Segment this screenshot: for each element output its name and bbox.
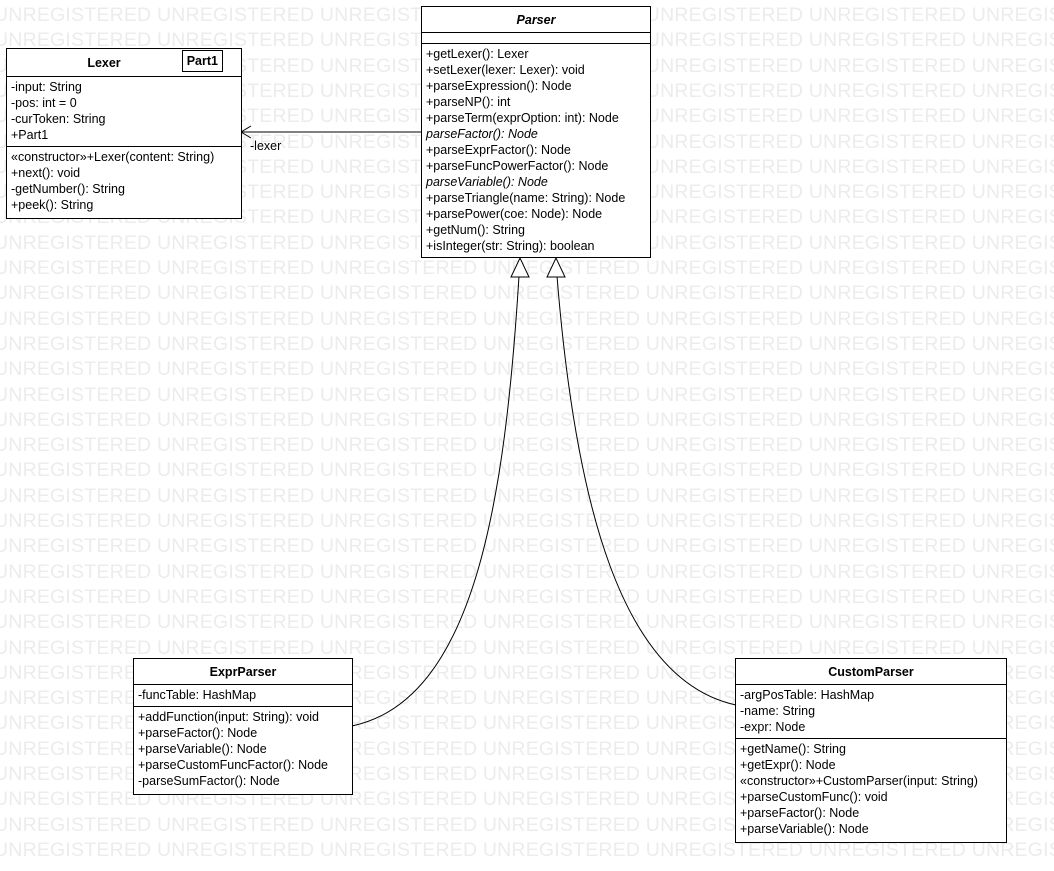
class-member: +parseCustomFuncFactor(): Node [138, 758, 329, 772]
class-custom-parser-name: CustomParser [828, 664, 914, 679]
class-member: +parseFactor(): Node [740, 806, 860, 820]
generalization-expr-parser [351, 275, 520, 727]
class-parser-attributes [422, 33, 650, 44]
class-member: +getName(): String [740, 742, 846, 756]
class-lexer[interactable]: Lexer Part1 -input: String-pos: int = 0-… [6, 48, 242, 219]
class-lexer-name: Lexer [87, 55, 121, 70]
class-expr-parser[interactable]: ExprParser -funcTable: HashMap +addFunct… [133, 658, 353, 795]
class-member: -pos: int = 0 [11, 96, 77, 110]
class-member: +parseFuncPowerFactor(): Node [426, 159, 609, 173]
class-expr-parser-name: ExprParser [209, 664, 277, 679]
class-member: -parseSumFactor(): Node [138, 774, 280, 788]
class-member: +peek(): String [11, 198, 94, 212]
class-member: +parsePower(coe: Node): Node [426, 207, 603, 221]
class-member: +parseTerm(exprOption: int): Node [426, 111, 619, 125]
class-member: +parseCustomFunc(): void [740, 790, 888, 804]
class-member: +setLexer(lexer: Lexer): void [426, 63, 585, 77]
class-expr-parser-attributes: -funcTable: HashMap [134, 685, 352, 707]
class-custom-parser-header: CustomParser [736, 659, 1006, 685]
class-lexer-operations: «constructor»+Lexer(content: String) +nex… [7, 147, 241, 216]
class-member: +parseExprFactor(): Node [426, 143, 571, 157]
class-member: -input: String [11, 80, 82, 94]
association-role-label: -lexer [250, 139, 282, 153]
class-expr-parser-operations: +addFunction(input: String): void +parseF… [134, 707, 352, 792]
class-member: -argPosTable: HashMap [740, 688, 875, 702]
class-member: -name: String [740, 704, 816, 718]
class-member: +parseVariable(): Node [138, 742, 267, 756]
class-parser-name: Parser [516, 12, 556, 27]
class-custom-parser[interactable]: CustomParser -argPosTable: HashMap -name:… [735, 658, 1007, 843]
class-member: +isInteger(str: String): boolean [426, 239, 595, 253]
class-member: -funcTable: HashMap [138, 688, 257, 702]
generalization-custom-parser [556, 275, 737, 706]
class-member: «constructor»+CustomParser(input: String… [740, 774, 978, 788]
class-member: +getLexer(): Lexer [426, 47, 529, 61]
class-member: +parseExpression(): Node [426, 79, 572, 93]
class-member: +Part1 [11, 128, 49, 142]
class-member: -getNumber(): String [11, 182, 125, 196]
generalization-arrowhead-custom [546, 256, 566, 278]
class-member: +parseVariable(): Node [740, 822, 869, 836]
class-member: +getExpr(): Node [740, 758, 836, 772]
class-lexer-header: Lexer Part1 [7, 49, 241, 77]
class-member: parseFactor(): Node [426, 127, 538, 141]
class-lexer-attributes: -input: String -pos: int = 0 -curToken: St… [7, 77, 241, 147]
class-expr-parser-header: ExprParser [134, 659, 352, 685]
class-member: +parseTriangle(name: String): Node [426, 191, 626, 205]
class-member: parseVariable(): Node [426, 175, 548, 189]
class-custom-parser-attributes: -argPosTable: HashMap -name: String -expr:… [736, 685, 1006, 739]
class-member: -expr: Node [740, 720, 806, 734]
class-member: -curToken: String [11, 112, 106, 126]
class-member: +getNum(): String [426, 223, 525, 237]
generalization-arrowhead-expr [510, 256, 530, 278]
class-parser[interactable]: Parser +getLexer(): Lexer +setLexer(lexer… [421, 6, 651, 258]
class-parser-header: Parser [422, 7, 650, 33]
class-member: +next(): void [11, 166, 81, 180]
class-custom-parser-operations: +getName(): String +getExpr(): Node «const… [736, 739, 1006, 840]
class-member: +parseFactor(): Node [138, 726, 258, 740]
class-member: «constructor»+Lexer(content: String) [11, 150, 215, 164]
class-member: +addFunction(input: String): void [138, 710, 320, 724]
class-member: +parseNP(): int [426, 95, 511, 109]
class-lexer-tag: Part1 [181, 50, 223, 72]
class-parser-operations: +getLexer(): Lexer +setLexer(lexer: Lexer… [422, 44, 650, 257]
